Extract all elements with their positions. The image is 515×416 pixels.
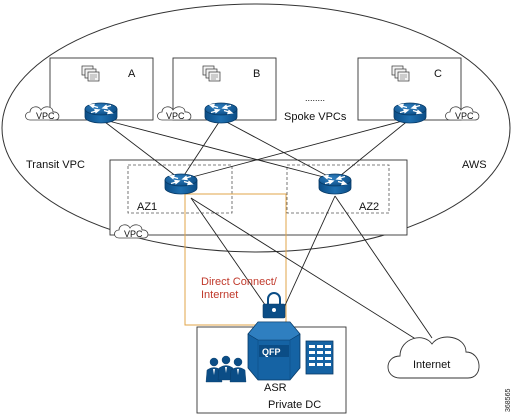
- az1-label: AZ1: [137, 201, 157, 213]
- lock-icon: [262, 292, 286, 319]
- router-icon-a: [84, 102, 118, 124]
- vpc-c-label: VPC: [455, 111, 474, 121]
- router-icon-c: [393, 102, 427, 124]
- transit-vpc-label: Transit VPC: [26, 159, 85, 171]
- vpc-b-label: VPC: [166, 111, 185, 121]
- direct-connect-label-line2: Internet: [201, 289, 238, 301]
- users-icon: [205, 355, 247, 383]
- qfp-label: QFP: [262, 347, 281, 357]
- datacenter-rack-icon: [305, 340, 334, 375]
- spoke-b-label: B: [253, 68, 260, 80]
- aws-cloud-boundary: [1, 3, 511, 253]
- connection-lines: [100, 118, 433, 344]
- spoke-c-label: C: [434, 68, 442, 80]
- spoke-vpcs-label: Spoke VPCs: [284, 111, 347, 123]
- transit-vpc-box: [109, 159, 408, 236]
- spoke-ellipsis: ........: [305, 93, 325, 103]
- figure-id: 368565: [505, 389, 512, 412]
- router-icon-b: [204, 102, 238, 124]
- az2-dashed-box: [286, 164, 390, 214]
- internet-cloud-icon: [387, 336, 480, 379]
- asr-label: ASR: [264, 382, 287, 394]
- aws-label: AWS: [462, 159, 487, 171]
- vpc-a-label: VPC: [36, 111, 55, 121]
- az1-dashed-box: [127, 164, 233, 214]
- router-icon-az1: [164, 173, 198, 195]
- direct-connect-label: Direct Connect/: [201, 276, 278, 288]
- transit-vpc-tag: VPC: [124, 229, 143, 239]
- az2-label: AZ2: [359, 201, 379, 213]
- internet-label: Internet: [413, 359, 450, 371]
- direct-connect-path: [184, 193, 287, 326]
- spoke-a-label: A: [128, 68, 136, 80]
- private-dc-label: Private DC: [268, 399, 321, 411]
- asr-router-icon: [247, 321, 301, 381]
- router-icon-az2: [318, 173, 352, 195]
